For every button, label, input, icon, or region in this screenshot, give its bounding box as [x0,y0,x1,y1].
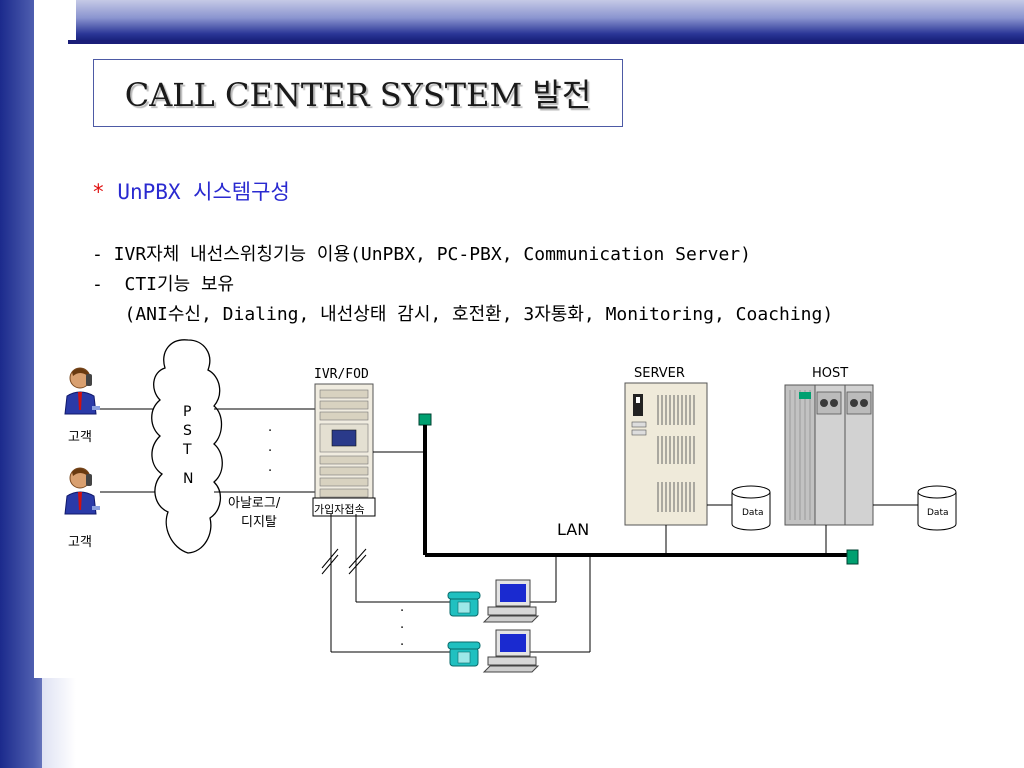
pstn-letter-n: N [183,471,194,487]
telephone-icon [447,641,481,667]
body-line-1: - IVR자체 내선스위칭기능 이용(UnPBX, PC-PBX, Commun… [92,244,751,265]
title-box: CALL CENTER SYSTEM 발전 [93,59,623,127]
pc-computer-icon [482,629,540,673]
body-line-3: (ANI수신, Dialing, 내선상태 감시, 호전환, 3자통화, Mon… [92,304,834,325]
customer-person-icon [64,467,100,515]
digital-label: 디지탈 [241,515,277,530]
lan-connector-right [846,549,859,565]
section-heading: * UnPBX 시스템구성 [92,176,290,206]
ellipsis-dot: . [268,440,273,455]
left-bar-white-panel [34,0,76,678]
customer-label-2: 고객 [68,535,92,550]
ivr-fod-rack [312,383,376,517]
heading-bullet: * [92,180,105,204]
host-label: HOST [812,366,849,381]
lan-connector-left [418,413,432,426]
customer-person-icon [64,367,100,415]
heading-text: UnPBX 시스템구성 [117,180,290,204]
host-mainframe [784,384,874,526]
left-bar-lower-panel [42,678,76,768]
pstn-letter-p: P [183,404,192,420]
server-label: SERVER [634,366,685,381]
top-divider-line [68,40,1024,44]
ivr-fod-label: IVR/FOD [314,367,369,382]
subscriber-access-label: 가입자접속 [314,503,365,516]
ellipsis-dot: . [400,600,405,615]
lan-label: LAN [557,520,590,539]
pstn-letter-t: T [183,442,192,458]
database-cylinder-icon [731,485,771,531]
ellipsis-dot: . [400,634,405,649]
telephone-icon [447,591,481,617]
slide-title: CALL CENTER SYSTEM 발전 [124,76,592,114]
data-label-server: Data [742,508,764,518]
pstn-letter-s: S [183,423,192,439]
ellipsis-dot: . [268,460,273,475]
body-line-2: - CTI기능 보유 [92,274,235,295]
analog-label: 아날로그/ [228,496,281,511]
database-cylinder-icon [917,485,957,531]
top-gradient-bar [76,0,1024,40]
customer-label-1: 고객 [68,430,92,445]
ellipsis-dot: . [400,617,405,632]
data-label-host: Data [927,508,949,518]
pc-computer-icon [482,579,540,623]
pstn-cloud [151,339,223,554]
server-tower [624,382,708,526]
ellipsis-dot: . [268,420,273,435]
